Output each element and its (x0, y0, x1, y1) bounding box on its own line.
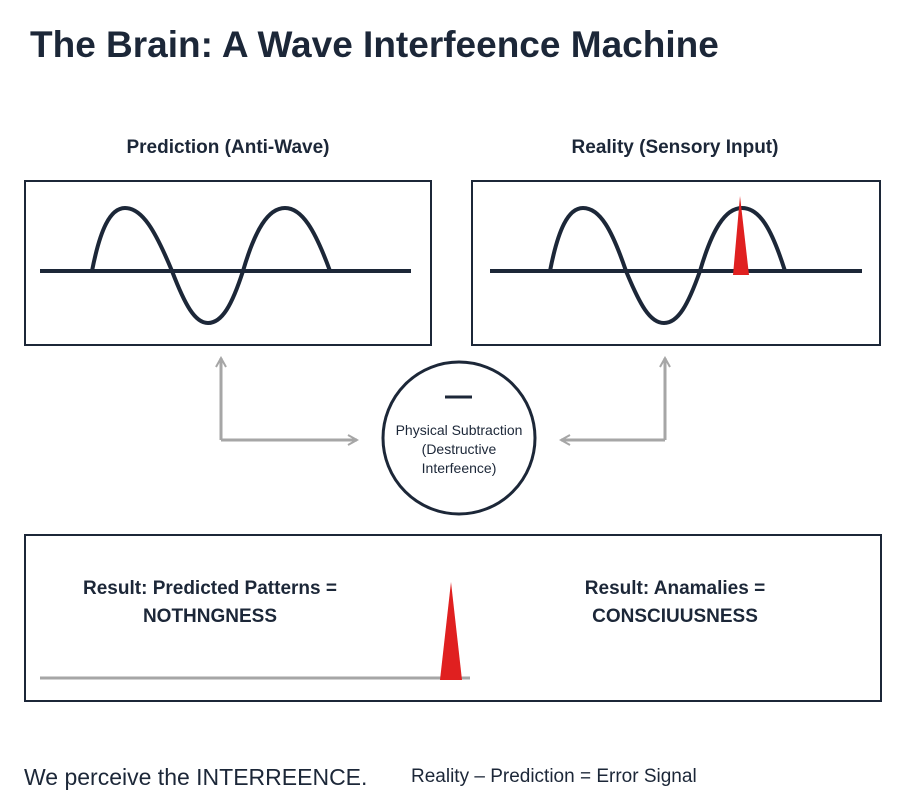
prediction-panel (24, 180, 432, 346)
subtraction-circle (381, 360, 537, 516)
result-anomalies-line1: Result: Anamalies = (584, 578, 766, 599)
result-predicted-line2: NOTHNGNESS (142, 606, 278, 627)
subtraction-label-line1: Physical Subtraction (395, 422, 523, 438)
reality-panel (471, 180, 881, 346)
result-anomalies: Result: Anamalies = CONSCIUUSNESS (520, 575, 830, 631)
subtraction-label-line2: (Destructive (421, 441, 497, 457)
result-panel (24, 534, 882, 702)
reality-wave (548, 205, 787, 326)
prediction-panel-title: Prediction (Anti-Wave) (126, 137, 330, 158)
result-anomalies-line2: CONSCIUUSNESS (592, 606, 758, 627)
subtraction-label-line3: Interfeence) (421, 460, 497, 476)
prediction-wave (90, 205, 332, 326)
footer-perceive-text: We perceive the INTERREENCE. (24, 764, 368, 790)
page-title: The Brain: A Wave Interfeence Machine (30, 24, 719, 65)
subtraction-label: Physical Subtraction (Destructive Interf… (381, 421, 537, 478)
result-spike (440, 582, 462, 680)
anomaly-spike (733, 196, 749, 275)
reality-panel-title: Reality (Sensory Input) (571, 137, 779, 158)
result-predicted-line1: Result: Predicted Patterns = (83, 578, 337, 599)
footer-equation-text: Reality – Prediction = Error Signal (411, 766, 697, 787)
result-predicted: Result: Predicted Patterns = NOTHNGNESS (40, 575, 380, 631)
